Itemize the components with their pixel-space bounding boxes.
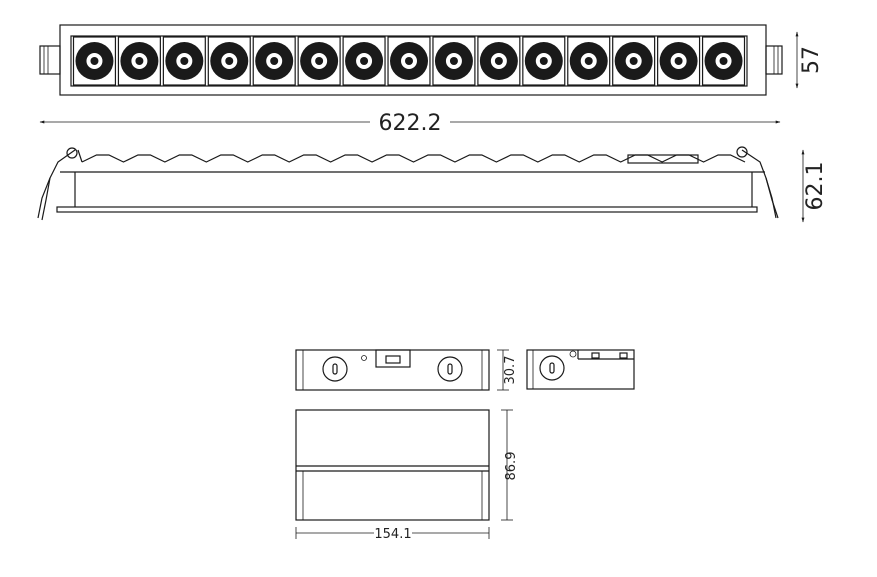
driver-terminal-left-icon (322, 356, 348, 382)
led-cell (701, 36, 746, 86)
led-cell (657, 36, 701, 86)
led-cell (387, 36, 431, 86)
led-cell (432, 36, 476, 86)
front-housing-inner (70, 35, 748, 87)
led-cell (612, 36, 656, 86)
led-cell (342, 36, 386, 86)
side-view: 62.1 (37, 146, 828, 223)
dimension-front-height-label: 57 (799, 46, 824, 74)
led-cell (477, 36, 521, 86)
led-cell (72, 36, 117, 86)
led-cell (117, 36, 161, 86)
left-spring-clip-icon (37, 147, 83, 221)
led-cell (567, 36, 611, 86)
right-end-connector (765, 45, 783, 75)
dimension-driver-width: 154.1 (295, 527, 490, 542)
dimension-side-height: 62.1 (801, 149, 828, 223)
dimension-length-label: 622.2 (379, 111, 442, 136)
side-top-bracket (627, 154, 699, 164)
dimension-front-height: 57 (795, 31, 824, 89)
right-spring-clip-icon (736, 146, 779, 219)
driver-top-view: 30.7 (295, 349, 518, 391)
front-view: 57 (39, 24, 824, 96)
dimension-length: 622.2 (39, 111, 781, 136)
led-cell (252, 36, 296, 86)
dimension-driver-depth-label: 86.9 (504, 452, 519, 481)
dimension-side-height-label: 62.1 (803, 162, 828, 211)
driver-terminal-right-icon (437, 356, 463, 382)
driver-front-view: 86.9 154.1 (295, 409, 519, 542)
dimension-driver-height: 30.7 (497, 349, 518, 391)
left-end-connector (39, 45, 61, 75)
side-flange (56, 206, 758, 213)
led-array (72, 36, 746, 86)
dimension-driver-depth: 86.9 (501, 409, 519, 521)
driver-side-terminal-icon (539, 355, 565, 381)
led-cell (162, 36, 206, 86)
dimension-driver-width-label: 154.1 (374, 527, 411, 542)
dimension-driver-height-label: 30.7 (503, 356, 518, 385)
driver-switch-icon (375, 349, 411, 368)
led-cell (207, 36, 251, 86)
led-cell (297, 36, 341, 86)
driver-side-view (526, 349, 635, 390)
led-cell (522, 36, 566, 86)
